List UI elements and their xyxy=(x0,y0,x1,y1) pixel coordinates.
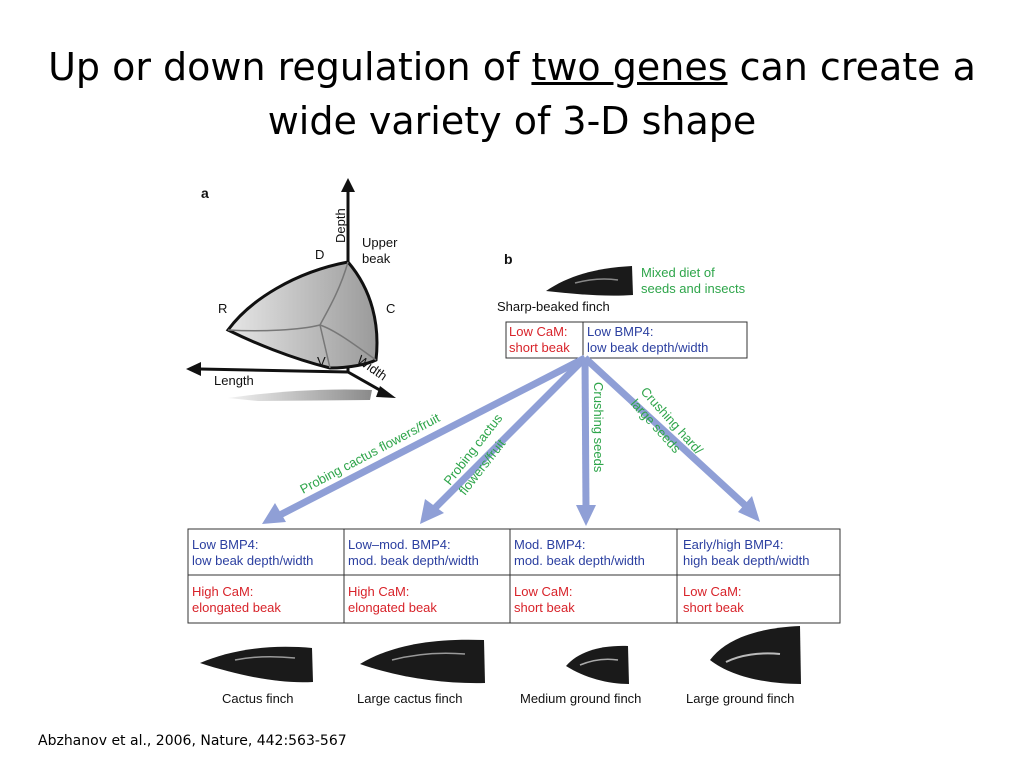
panel-a-label: a xyxy=(201,185,209,201)
length-arrowhead xyxy=(186,362,201,376)
ancestor-box xyxy=(505,321,748,359)
arrowhead-cactus-finch xyxy=(262,503,286,524)
beak-shape xyxy=(225,260,379,370)
species-2-cam-line2: elongated beak xyxy=(348,600,437,615)
species-3-bmp-line2: mod. beak depth/width xyxy=(514,553,645,568)
species-4-bmp-line1: Early/high BMP4: xyxy=(683,537,783,552)
species-3-cam-line1: Low CaM: xyxy=(514,584,573,599)
arrow1-label: Probing cactus flowers/fruit xyxy=(297,410,442,497)
title-underlined: two genes xyxy=(531,45,728,89)
species-4-cam-line2: short beak xyxy=(683,600,744,615)
beak-highlight xyxy=(725,652,781,663)
beak-highlight xyxy=(579,658,619,666)
panel-b-label: b xyxy=(504,251,513,267)
ancestor-bmp-line2: low beak depth/width xyxy=(587,340,708,355)
species-3-bmp-line1: Mod. BMP4: xyxy=(514,537,586,552)
beak-under-line xyxy=(319,324,331,369)
medium-ground-finch-beak-icon xyxy=(566,645,629,684)
species-2-bmp-line2: mod. beak depth/width xyxy=(348,553,479,568)
depth-arrowhead xyxy=(341,178,355,192)
species-2-bmp-line1: Low–mod. BMP4: xyxy=(348,537,451,552)
ancestor-name: Sharp-beaked finch xyxy=(497,299,610,314)
arrow-to-cactus-finch xyxy=(274,354,587,521)
species-1-cam-line1: High CaM: xyxy=(192,584,253,599)
arrow3-label: Crushing seeds xyxy=(591,382,606,473)
length-label: Length xyxy=(214,373,254,388)
upper-beak-label-2: beak xyxy=(362,251,391,266)
ancestor-diet-line2: seeds and insects xyxy=(641,281,746,296)
title-line-2: wide variety of 3-D shape xyxy=(267,99,757,143)
species-2-cam-line1: High CaM: xyxy=(348,584,409,599)
species-1-cam-line2: elongated beak xyxy=(192,600,281,615)
large-ground-finch-beak-icon xyxy=(710,626,801,684)
title-part-2: can create a xyxy=(727,45,976,89)
ancestor-diet-line1: Mixed diet of xyxy=(641,265,715,280)
upper-beak-label-1: Upper xyxy=(362,235,398,250)
point-c-label: C xyxy=(386,301,395,316)
species-2-name: Large cactus finch xyxy=(357,691,463,706)
large-cactus-finch-beak-icon xyxy=(360,639,485,684)
species-1-bmp-line2: low beak depth/width xyxy=(192,553,313,568)
arrowhead-large-cactus-finch xyxy=(420,499,444,524)
beak-highlight xyxy=(234,655,296,661)
beak-highlight xyxy=(391,652,466,661)
title-part-1: Up or down regulation of xyxy=(48,45,532,89)
arrowhead-large-ground-finch xyxy=(738,496,760,522)
cactus-finch-beak-icon xyxy=(200,646,313,683)
ancestor-bmp-line1: Low BMP4: xyxy=(587,324,653,339)
point-d-label: D xyxy=(315,247,324,262)
sharp-beaked-finch-beak-icon xyxy=(546,266,633,296)
arrow-to-large-cactus-finch xyxy=(429,355,588,514)
depth-label: Depth xyxy=(333,208,348,243)
species-1-name: Cactus finch xyxy=(222,691,294,706)
arrow-to-medium-ground-finch xyxy=(581,357,590,509)
species-table xyxy=(187,528,841,624)
arrow-to-large-ground-finch xyxy=(582,355,751,511)
beak-shadow xyxy=(228,389,372,401)
arrowhead-medium-ground-finch xyxy=(576,505,596,526)
citation: Abzhanov et al., 2006, Nature, 442:563-5… xyxy=(38,733,347,749)
species-3-name: Medium ground finch xyxy=(520,691,641,706)
species-4-name: Large ground finch xyxy=(686,691,794,706)
point-r-label: R xyxy=(218,301,227,316)
ancestor-cam-line1: Low CaM: xyxy=(509,324,568,339)
point-v-label: V xyxy=(317,354,326,369)
species-1-bmp-line1: Low BMP4: xyxy=(192,537,258,552)
ancestor-cam-line2: short beak xyxy=(509,340,570,355)
species-4-cam-line1: Low CaM: xyxy=(683,584,742,599)
length-axis xyxy=(199,367,349,374)
species-3-cam-line2: short beak xyxy=(514,600,575,615)
width-arrowhead xyxy=(376,386,396,398)
species-4-bmp-line2: high beak depth/width xyxy=(683,553,809,568)
beak-highlight xyxy=(574,278,619,284)
slide-title: Up or down regulation of two genes can c… xyxy=(0,40,1024,148)
beak-center-line xyxy=(319,324,377,361)
